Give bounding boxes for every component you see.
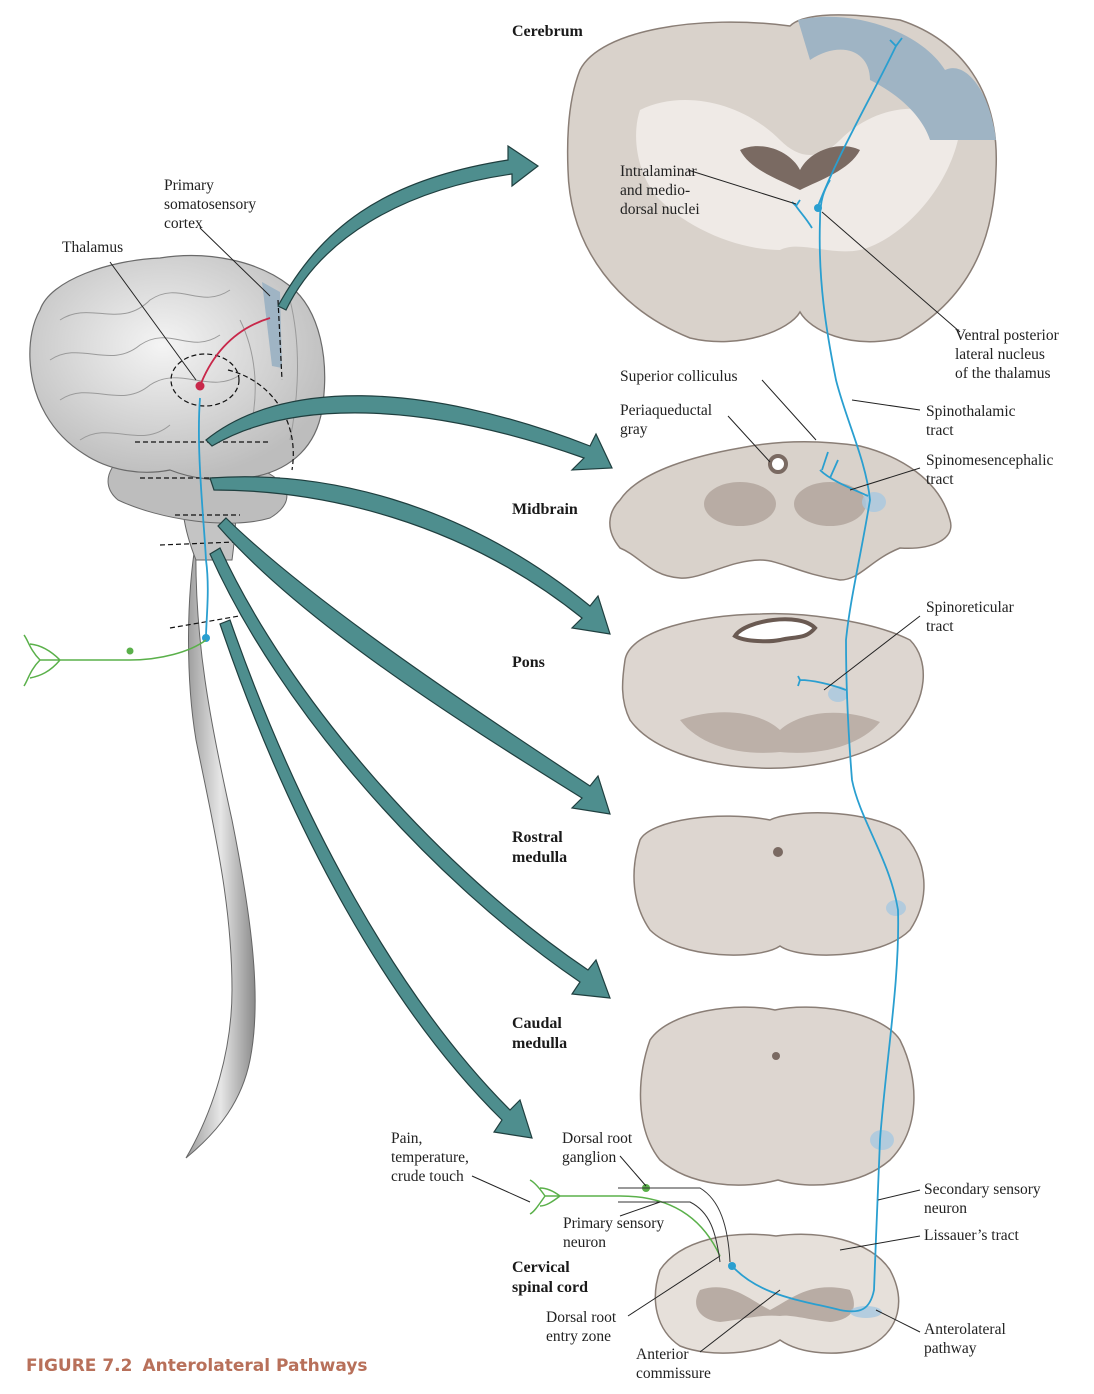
label-primary-somatosensory-cortex: Primary somatosensory cortex	[164, 177, 257, 232]
caudal-medulla-section	[639, 1006, 915, 1186]
figure-caption: FIGURE 7.2 Anterolateral Pathways	[26, 1356, 368, 1376]
vpl-thalamocortical-axon	[817, 37, 903, 207]
arrow-to-cerebrum	[277, 144, 540, 311]
midbrain-section	[609, 441, 952, 581]
spinal-cord-long	[185, 539, 256, 1159]
arrow-to-spinal-cord	[219, 619, 533, 1139]
figure-number: FIGURE 7.2	[26, 1356, 133, 1376]
label-spinothalamic-tract: Spinothalamic tract	[926, 403, 1016, 439]
label-anterior-commissure: Anterior commissure	[636, 1346, 711, 1382]
level-label-midbrain: Midbrain	[512, 501, 578, 518]
left-primary-neuron	[23, 634, 207, 687]
label-superior-colliculus: Superior colliculus	[620, 368, 738, 385]
arrow-to-rostral-medulla	[217, 517, 611, 815]
label-dorsal-root-ganglion: Dorsal root ganglion	[562, 1130, 633, 1166]
level-label-cervical-spinal-cord: Cervical spinal cord	[512, 1259, 589, 1296]
secondary-soma	[728, 1262, 736, 1270]
label-thalamus: Thalamus	[62, 239, 124, 256]
left-drg-soma	[126, 647, 134, 655]
rostral-medulla-section	[633, 812, 925, 956]
secondary-neuron-axon	[731, 179, 900, 1313]
pons-section	[621, 612, 925, 769]
label-secondary-sensory-neuron: Secondary sensory neuron	[924, 1181, 1041, 1217]
spinoreticular-branch	[797, 675, 847, 691]
label-spinomesencephalic-tract: Spinomesencephalic tract	[926, 452, 1054, 488]
label-primary-sensory-neuron: Primary sensory neuron	[563, 1215, 665, 1251]
level-label-caudal-medulla: Caudal medulla	[512, 1015, 568, 1052]
vpl-soma	[814, 204, 822, 212]
label-dorsal-root-entry-zone: Dorsal root entry zone	[546, 1309, 617, 1345]
whole-brain-illustration	[23, 255, 326, 1159]
level-label-cerebrum: Cerebrum	[512, 23, 583, 40]
somatosensory-cortex-highlight	[262, 282, 282, 368]
label-spinoreticular-tract: Spinoreticular tract	[926, 599, 1014, 635]
dorsal-root-tube	[618, 1187, 731, 1263]
label-pain-temperature-touch: Pain, temperature, crude touch	[391, 1130, 469, 1185]
neural-pathway	[529, 37, 903, 1313]
label-vpl-nucleus: Ventral posterior lateral nucleus of the…	[955, 327, 1059, 382]
left-secondary-soma	[202, 634, 210, 642]
label-anterolateral-pathway: Anterolateral pathway	[924, 1321, 1006, 1357]
level-label-pons: Pons	[512, 654, 545, 671]
label-intralaminar-nuclei: Intralaminar and medio- dorsal nuclei	[620, 163, 700, 218]
level-arrows	[205, 144, 613, 1139]
cerebrum-section	[566, 14, 997, 343]
arrow-to-pons	[209, 476, 611, 635]
arrow-to-caudal-medulla	[209, 547, 611, 999]
label-lissauers-tract: Lissauer’s tract	[924, 1227, 1019, 1244]
left-secondary-neuron	[198, 397, 209, 639]
figure-title: Anterolateral Pathways	[142, 1356, 368, 1376]
leader-lines	[109, 169, 961, 1353]
left-thalamocortical-neuron	[199, 317, 271, 387]
primary-neuron-right	[529, 1179, 721, 1257]
spinomesencephalic-branch	[819, 451, 869, 497]
label-periaqueductal-gray: Periaqueductal gray	[620, 402, 713, 438]
level-label-rostral-medulla: Rostral medulla	[512, 829, 568, 866]
left-thalamic-soma	[195, 381, 205, 391]
arrow-to-midbrain	[205, 395, 613, 471]
